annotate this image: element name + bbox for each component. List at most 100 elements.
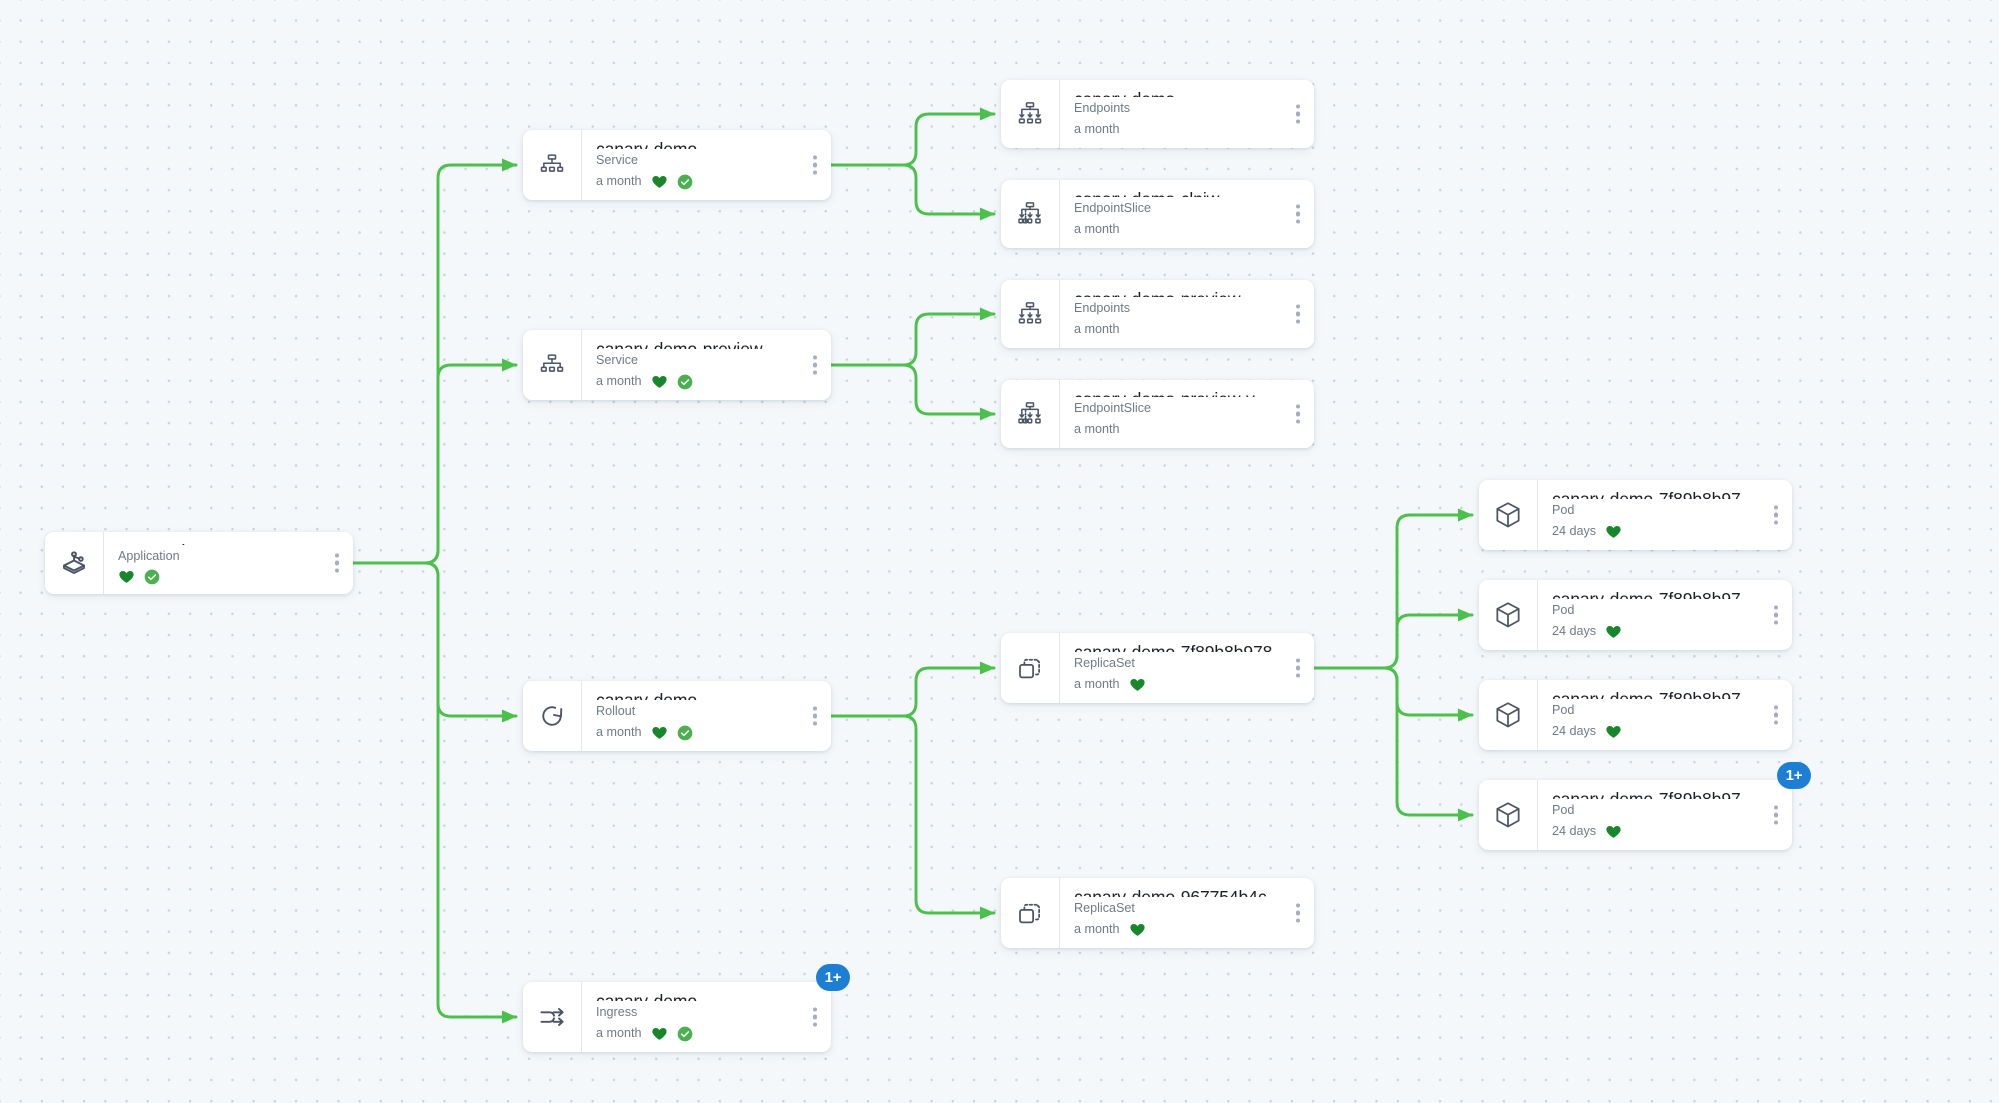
node-age: a month <box>596 725 642 740</box>
node-kind: EndpointSlice <box>1074 401 1152 416</box>
node-menu-icon[interactable] <box>810 152 820 179</box>
service-icon <box>523 130 581 200</box>
node-title: canary-demo <box>118 541 353 545</box>
health-status-icon[interactable] <box>1605 723 1622 740</box>
node-menu-icon[interactable] <box>1293 655 1303 682</box>
edge-svc-canary-demo-to-eps-canary-demo-clpjw <box>829 163 996 221</box>
replicaset-icon <box>1001 633 1059 703</box>
health-status-icon[interactable] <box>651 724 668 741</box>
node-kind: Pod <box>1552 503 1575 518</box>
health-status-icon[interactable] <box>1129 921 1146 938</box>
endpoints-icon <box>1001 80 1059 148</box>
rollout-icon <box>523 681 581 751</box>
node-menu-icon[interactable] <box>1771 502 1781 529</box>
health-status-icon[interactable] <box>118 568 135 585</box>
resource-node-ep-canary-demo-preview[interactable]: canary-demo-previewEndpointsa month <box>1001 280 1314 348</box>
pod-icon <box>1479 480 1537 550</box>
node-menu-icon[interactable] <box>1293 101 1303 128</box>
node-menu-icon[interactable] <box>1293 900 1303 927</box>
resource-node-eps-canary-demo-clpjw[interactable]: canary-demo-clpjwEndpointSlicea month <box>1001 180 1314 248</box>
child-count-badge[interactable]: 1+ <box>816 964 850 991</box>
node-meta: a month <box>596 172 831 191</box>
node-menu-icon[interactable] <box>1771 702 1781 729</box>
edge-app-to-ingress-canary-demo <box>351 561 518 1024</box>
health-status-icon[interactable] <box>1129 676 1146 693</box>
child-count-badge[interactable]: 1+ <box>1777 762 1811 789</box>
node-body: canary-demo-clpjwEndpointSlicea month <box>1059 180 1314 248</box>
sync-status-icon[interactable] <box>677 174 693 190</box>
health-status-icon[interactable] <box>1605 523 1622 540</box>
sync-status-icon[interactable] <box>677 374 693 390</box>
edge-app-to-svc-canary-demo-preview <box>351 358 518 565</box>
health-status-icon[interactable] <box>651 1025 668 1042</box>
service-icon <box>523 330 581 400</box>
node-menu-icon[interactable] <box>1293 301 1303 328</box>
node-menu-icon[interactable] <box>810 703 820 730</box>
node-age: a month <box>1074 322 1120 337</box>
endpointslice-icon <box>1001 180 1059 248</box>
node-body: canary-demo-previewEndpointsa month <box>1059 280 1314 348</box>
node-menu-icon[interactable] <box>810 1004 820 1031</box>
node-title: canary-demo-clpjw <box>1074 189 1314 197</box>
node-age: a month <box>1074 922 1120 937</box>
node-meta: 24 days <box>1552 622 1792 641</box>
node-kind: Rollout <box>596 704 636 719</box>
edge-app-to-svc-canary-demo <box>351 158 518 565</box>
health-status-icon[interactable] <box>651 373 668 390</box>
sync-status-icon[interactable] <box>677 725 693 741</box>
node-kind: ReplicaSet <box>1074 901 1135 916</box>
health-status-icon[interactable] <box>651 173 668 190</box>
node-menu-icon[interactable] <box>1771 802 1781 829</box>
node-menu-icon[interactable] <box>332 550 342 577</box>
sync-status-icon[interactable] <box>144 569 160 585</box>
node-kind: Endpoints <box>1074 101 1131 116</box>
endpoints-icon <box>1001 280 1059 348</box>
resource-node-app[interactable]: canary-demoApplication <box>45 532 353 594</box>
endpointslice-icon <box>1001 380 1059 448</box>
resource-node-eps-canary-demo-preview-v[interactable]: canary-demo-preview-v... EndpointSlice a m… <box>1001 380 1314 448</box>
node-age: 24 days <box>1552 624 1597 639</box>
node-title: canary-demo <box>596 991 698 1002</box>
node-title: canary-demo-7f89b8b97... <box>1552 589 1755 600</box>
node-title: canary-demo-preview <box>1074 289 1314 297</box>
node-title: canary-demo-7f89b8b97... <box>1552 489 1755 500</box>
application-icon <box>45 532 103 594</box>
node-meta: 24 days <box>1552 722 1792 741</box>
node-kind: Service <box>596 153 638 168</box>
node-menu-icon[interactable] <box>810 352 820 379</box>
health-status-icon[interactable] <box>1605 823 1622 840</box>
health-status-icon[interactable] <box>1605 623 1622 640</box>
node-age: a month <box>1074 677 1120 692</box>
sync-status-icon[interactable] <box>677 1026 693 1042</box>
node-menu-icon[interactable] <box>1293 401 1303 428</box>
node-meta: a month <box>1074 675 1314 694</box>
resource-node-ep-canary-demo[interactable]: canary-demoEndpointsa month <box>1001 80 1314 148</box>
node-kind: Service <box>596 353 638 368</box>
edge-svc-canary-demo-preview-to-eps-canary-demo-preview-v <box>829 363 996 421</box>
replicaset-icon <box>1001 878 1059 948</box>
node-meta: 24 days <box>1552 822 1792 841</box>
node-kind: Pod <box>1552 703 1575 718</box>
node-age: a month <box>596 174 642 189</box>
node-age: a month <box>1074 422 1120 437</box>
node-menu-icon[interactable] <box>1771 602 1781 629</box>
node-menu-icon[interactable] <box>1293 201 1303 228</box>
edge-rollout-canary-demo-to-rs-7f89b8b978 <box>829 661 996 718</box>
pod-icon <box>1479 580 1537 650</box>
node-title: canary-demo-preview-v... <box>1074 389 1314 397</box>
